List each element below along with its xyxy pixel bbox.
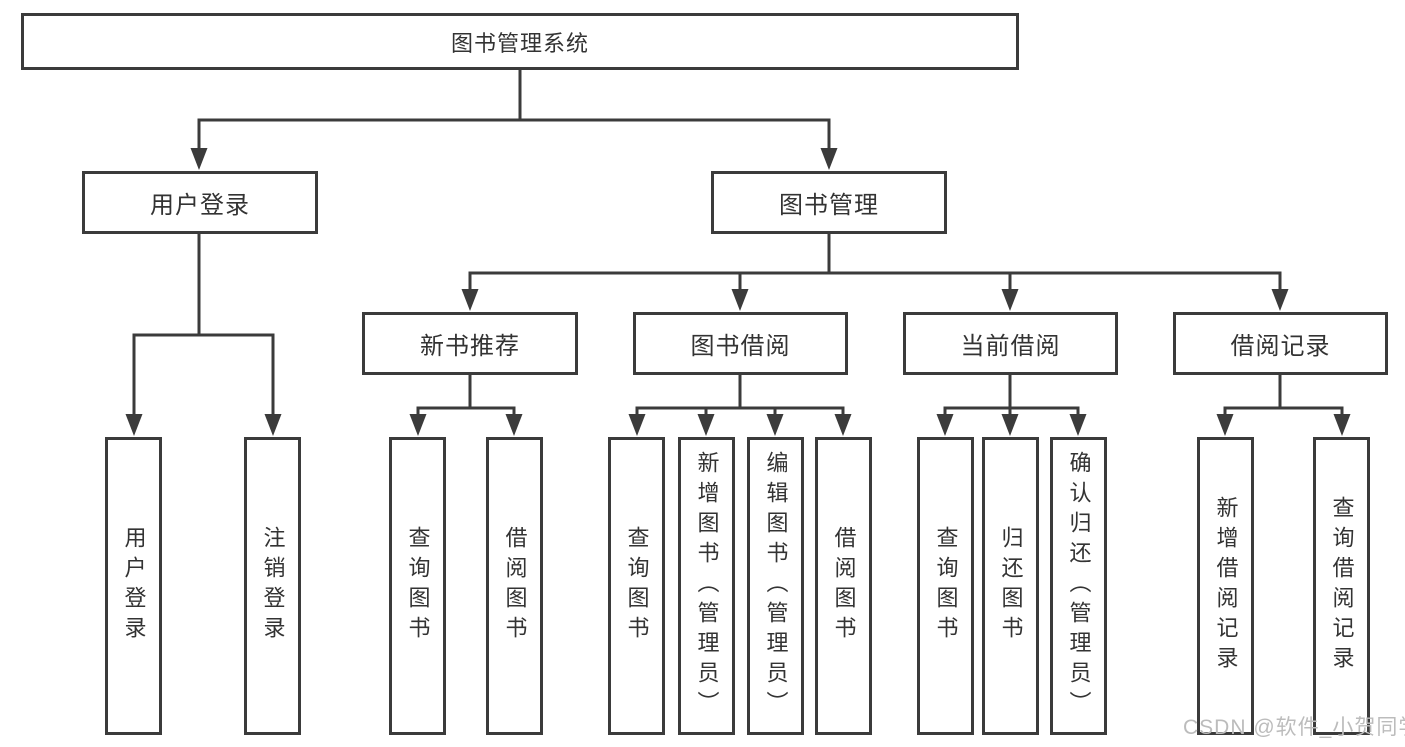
- node-new-book-recommend: 新书推荐: [362, 312, 578, 375]
- node-label: 确认归还（管理员）: [1066, 451, 1092, 721]
- node-confirm-return-admin: 确认归还（管理员）: [1050, 437, 1107, 735]
- node-label: 查询图书: [405, 526, 431, 646]
- node-label: 查询图书: [933, 526, 959, 646]
- node-add-books-admin: 新增图书（管理员）: [678, 437, 735, 735]
- node-logout-leaf: 注销登录: [244, 437, 301, 735]
- node-borrow-books-recommend: 借阅图书: [486, 437, 543, 735]
- node-label: 借阅图书: [502, 526, 528, 646]
- node-label: 查询图书: [624, 526, 650, 646]
- node-label: 注销登录: [260, 526, 286, 646]
- node-borrow-books-leaf: 借阅图书: [815, 437, 872, 735]
- node-user-login-leaf: 用户登录: [105, 437, 162, 735]
- node-user-login-branch: 用户登录: [82, 171, 318, 234]
- node-label: 查询借阅记录: [1329, 496, 1355, 676]
- node-return-books: 归还图书: [982, 437, 1039, 735]
- node-edit-books-admin: 编辑图书（管理员）: [747, 437, 804, 735]
- csdn-watermark: CSDN @软件_小贺同学: [1183, 716, 1405, 739]
- node-borrow-records: 借阅记录: [1173, 312, 1388, 375]
- node-book-management: 图书管理: [711, 171, 947, 234]
- node-add-borrow-record: 新增借阅记录: [1197, 437, 1254, 735]
- node-label: 归还图书: [998, 526, 1024, 646]
- node-library-system: 图书管理系统: [21, 13, 1019, 70]
- node-current-borrow: 当前借阅: [903, 312, 1118, 375]
- node-query-books-recommend: 查询图书: [389, 437, 446, 735]
- node-query-books-current: 查询图书: [917, 437, 974, 735]
- node-label: 用户登录: [121, 526, 147, 646]
- node-label: 编辑图书（管理员）: [763, 451, 789, 721]
- node-label: 新增借阅记录: [1213, 496, 1239, 676]
- node-query-books-borrow: 查询图书: [608, 437, 665, 735]
- node-label: 借阅图书: [831, 526, 857, 646]
- node-label: 新增图书（管理员）: [694, 451, 720, 721]
- node-book-borrow: 图书借阅: [633, 312, 848, 375]
- node-query-borrow-record: 查询借阅记录: [1313, 437, 1370, 735]
